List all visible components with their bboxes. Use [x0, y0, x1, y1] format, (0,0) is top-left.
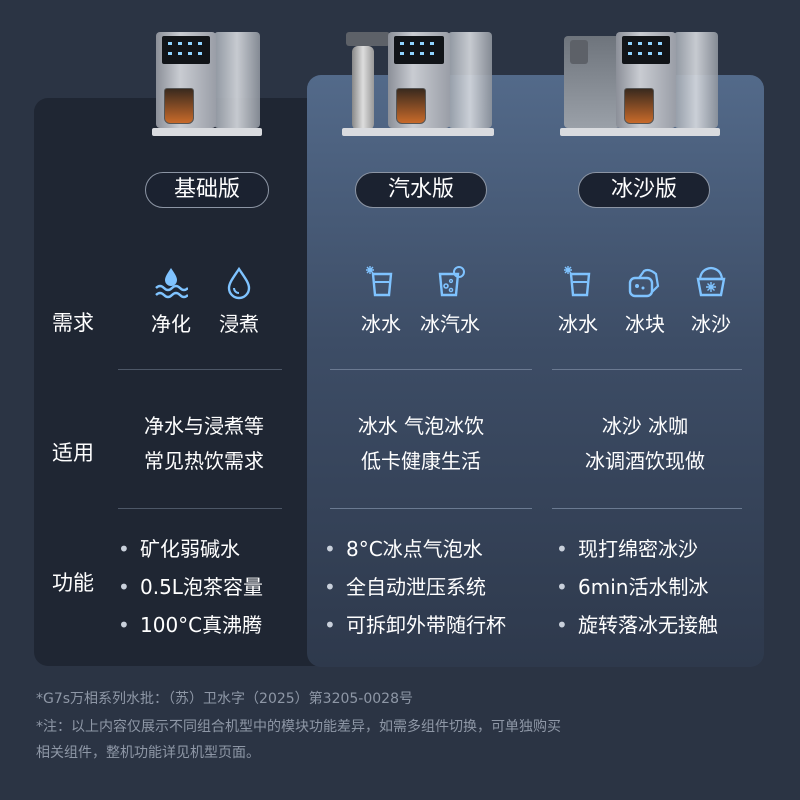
divider-basic-1	[118, 369, 282, 370]
bullet-dot: •	[556, 613, 568, 637]
bullet-dot: •	[324, 575, 336, 599]
bullet-dot: •	[324, 537, 336, 561]
demand-label-ice-soda: 冰汽水	[420, 312, 480, 336]
feature-basic-1: • 矿化弱碱水	[118, 533, 240, 562]
row-label-demand: 需求	[52, 311, 94, 335]
usage-basic-line-1: 净水与浸煮等	[144, 414, 264, 438]
bullet-dot: •	[118, 575, 130, 599]
divider-smoothie-1	[552, 369, 742, 370]
version-pill-soda[interactable]: 汽水版	[355, 172, 487, 208]
ice-water-glass-icon	[562, 264, 596, 298]
shaved-ice-icon	[694, 264, 728, 298]
feature-text: 矿化弱碱水	[140, 537, 240, 561]
usage-smoothie-line-1: 冰沙 冰咖	[601, 414, 689, 438]
footnote-license: *G7s万相系列水批：（苏）卫水字（2025）第3205-0028号	[36, 691, 413, 707]
demand-label-ice-cube: 冰块	[625, 312, 665, 336]
ice-water-glass-icon	[364, 264, 398, 298]
feature-text: 0.5L泡茶容量	[140, 575, 263, 599]
usage-basic-line-2: 常见热饮需求	[144, 449, 264, 473]
feature-soda-3: • 可拆卸外带随行杯	[324, 609, 506, 638]
feature-soda-2: • 全自动泄压系统	[324, 571, 486, 600]
row-label-features: 功能	[52, 571, 94, 595]
feature-text: 可拆卸外带随行杯	[346, 613, 506, 637]
feature-text: 8°C冰点气泡水	[346, 537, 483, 561]
smoothie-machine-image	[560, 30, 720, 138]
feature-smoothie-3: • 旋转落冰无接触	[556, 609, 718, 638]
bullet-dot: •	[556, 575, 568, 599]
version-pill-basic[interactable]: 基础版	[145, 172, 269, 208]
demand-label-ice-water: 冰水	[361, 312, 401, 336]
bullet-dot: •	[118, 613, 130, 637]
divider-smoothie-2	[552, 508, 742, 509]
divider-basic-2	[118, 508, 282, 509]
divider-soda-2	[330, 508, 532, 509]
demand-label-purify: 净化	[151, 312, 191, 336]
feature-text: 6min活水制冰	[578, 575, 709, 599]
feature-text: 现打绵密冰沙	[578, 537, 698, 561]
feature-smoothie-2: • 6min活水制冰	[556, 571, 708, 600]
feature-basic-2: • 0.5L泡茶容量	[118, 571, 263, 600]
bullet-dot: •	[556, 537, 568, 561]
bullet-dot: •	[324, 613, 336, 637]
demand-label-ice-water-2: 冰水	[558, 312, 598, 336]
feature-basic-3: • 100°C真沸腾	[118, 609, 262, 638]
feature-soda-1: • 8°C冰点气泡水	[324, 533, 483, 562]
ice-cube-icon	[627, 266, 661, 300]
bullet-dot: •	[118, 537, 130, 561]
version-pill-smoothie[interactable]: 冰沙版	[578, 172, 710, 208]
sparkling-water-glass-icon	[432, 264, 466, 298]
usage-soda-line-2: 低卡健康生活	[361, 449, 481, 473]
basic-machine-image	[152, 30, 262, 138]
row-label-usage: 适用	[52, 441, 94, 465]
water-wave-icon	[154, 266, 189, 300]
feature-text: 全自动泄压系统	[346, 575, 486, 599]
feature-text: 100°C真沸腾	[140, 613, 263, 637]
footnote-note-line-2: 相关组件，整机功能详见机型页面。	[36, 745, 260, 761]
feature-smoothie-1: • 现打绵密冰沙	[556, 533, 698, 562]
divider-soda-1	[330, 369, 532, 370]
demand-label-steep: 浸煮	[219, 312, 259, 336]
usage-soda-line-1: 冰水 气泡冰饮	[357, 414, 485, 438]
footnote-note-line-1: *注：以上内容仅展示不同组合机型中的模块功能差异，如需多组件切换，可单独购买	[36, 719, 561, 735]
soda-machine-image	[342, 28, 494, 138]
usage-smoothie-line-2: 冰调酒饮现做	[585, 449, 705, 473]
water-drop-icon	[222, 266, 256, 300]
demand-label-smoothie: 冰沙	[691, 312, 731, 336]
feature-text: 旋转落冰无接触	[578, 613, 718, 637]
